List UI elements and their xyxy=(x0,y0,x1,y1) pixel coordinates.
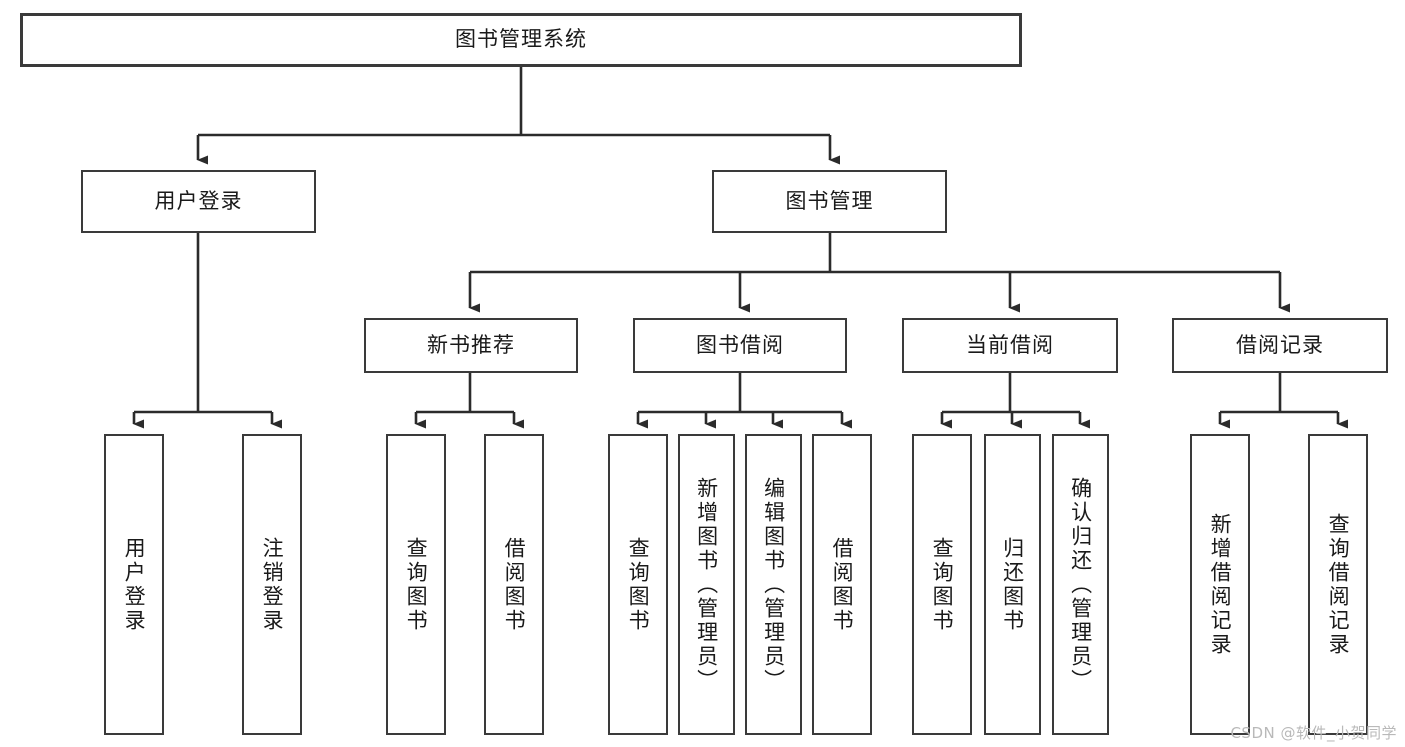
leaf-confirm-return-label: 确认归还（管理员） xyxy=(1068,476,1093,693)
leaf-edit-book[interactable]: 编辑图书（管理员） xyxy=(745,434,802,735)
leaf-query-book-2-label: 查询图书 xyxy=(626,536,651,633)
leaf-query-book-1[interactable]: 查询图书 xyxy=(386,434,446,735)
leaf-add-record-label: 新增借阅记录 xyxy=(1208,512,1233,657)
leaf-add-record[interactable]: 新增借阅记录 xyxy=(1190,434,1250,735)
leaf-logout-label: 注销登录 xyxy=(260,536,285,633)
leaf-query-record-label: 查询借阅记录 xyxy=(1326,512,1351,657)
leaf-borrow-book-1[interactable]: 借阅图书 xyxy=(484,434,544,735)
node-book-manage[interactable]: 图书管理 xyxy=(712,170,947,233)
leaf-user-login[interactable]: 用户登录 xyxy=(104,434,164,735)
leaf-return-book[interactable]: 归还图书 xyxy=(984,434,1041,735)
leaf-edit-book-label: 编辑图书（管理员） xyxy=(761,476,786,693)
leaf-query-record[interactable]: 查询借阅记录 xyxy=(1308,434,1368,735)
leaf-borrow-book-1-label: 借阅图书 xyxy=(502,536,527,633)
node-user-login-label: 用户登录 xyxy=(154,188,243,213)
node-book-manage-label: 图书管理 xyxy=(785,188,874,213)
node-root[interactable]: 图书管理系统 xyxy=(20,13,1022,67)
node-book-borrow[interactable]: 图书借阅 xyxy=(633,318,847,373)
leaf-confirm-return[interactable]: 确认归还（管理员） xyxy=(1052,434,1109,735)
node-book-borrow-label: 图书借阅 xyxy=(696,332,784,357)
leaf-query-book-1-label: 查询图书 xyxy=(404,536,429,633)
leaf-return-book-label: 归还图书 xyxy=(1000,536,1025,633)
node-current-borrow-label: 当前借阅 xyxy=(966,332,1054,357)
node-root-label: 图书管理系统 xyxy=(455,27,587,52)
node-borrow-record-label: 借阅记录 xyxy=(1236,332,1324,357)
node-current-borrow[interactable]: 当前借阅 xyxy=(902,318,1118,373)
leaf-logout[interactable]: 注销登录 xyxy=(242,434,302,735)
leaf-borrow-book-2[interactable]: 借阅图书 xyxy=(812,434,872,735)
leaf-add-book[interactable]: 新增图书（管理员） xyxy=(678,434,735,735)
leaf-query-book-2[interactable]: 查询图书 xyxy=(608,434,668,735)
leaf-query-book-3[interactable]: 查询图书 xyxy=(912,434,972,735)
node-user-login[interactable]: 用户登录 xyxy=(81,170,316,233)
node-new-book-recommend-label: 新书推荐 xyxy=(427,332,515,357)
leaf-add-book-label: 新增图书（管理员） xyxy=(694,476,719,693)
node-new-book-recommend[interactable]: 新书推荐 xyxy=(364,318,578,373)
leaf-query-book-3-label: 查询图书 xyxy=(930,536,955,633)
leaf-user-login-label: 用户登录 xyxy=(122,536,147,633)
csdn-watermark: CSDN @软件_小贺同学 xyxy=(1230,724,1397,742)
leaf-borrow-book-2-label: 借阅图书 xyxy=(830,536,855,633)
node-borrow-record[interactable]: 借阅记录 xyxy=(1172,318,1388,373)
